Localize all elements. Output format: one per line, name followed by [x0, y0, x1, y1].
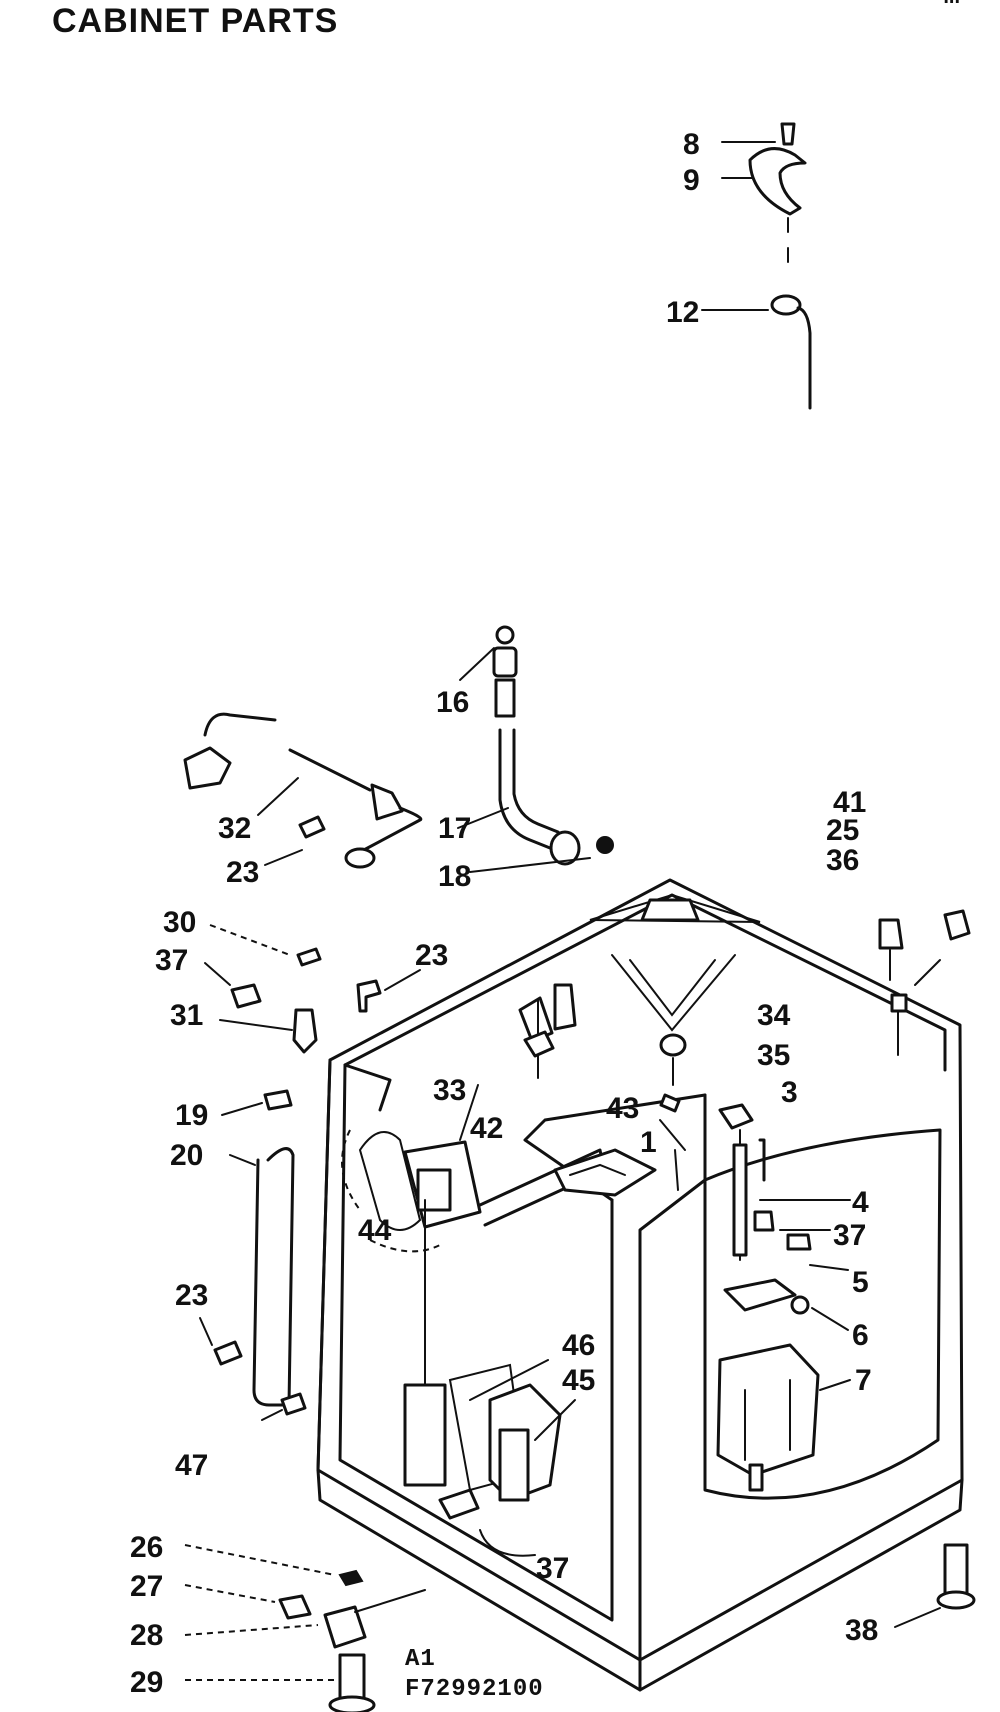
callout-18: 18 — [438, 860, 471, 893]
cabinet-body — [316, 878, 971, 1692]
callout-37: 37 — [536, 1552, 569, 1585]
callout-47: 47 — [175, 1449, 208, 1482]
power-cord-assembly — [183, 712, 423, 869]
callout-28: 28 — [130, 1619, 163, 1652]
callout-12: 12 — [666, 296, 699, 329]
callout-36: 36 — [826, 844, 859, 877]
callout-23: 23 — [226, 856, 259, 889]
callout-3: 3 — [781, 1076, 798, 1109]
page-title: CABINET PARTS — [52, 2, 339, 40]
callout-19: 19 — [175, 1099, 208, 1132]
callout-5: 5 — [852, 1266, 869, 1299]
interior-components — [341, 1030, 686, 1253]
callout-30: 30 — [163, 906, 196, 939]
callout-1: 1 — [640, 1126, 657, 1159]
callout-41: 41 — [833, 786, 866, 819]
figure-code-line1: A1 — [405, 1646, 436, 1673]
top-bracket-assembly — [701, 122, 812, 410]
callout-9: 9 — [683, 164, 700, 197]
callout-35: 35 — [757, 1039, 790, 1072]
screw-part-8 — [780, 122, 796, 146]
callout-23: 23 — [175, 1279, 208, 1312]
callout-42: 42 — [470, 1112, 503, 1145]
callout-37: 37 — [833, 1219, 866, 1252]
callout-20: 20 — [170, 1139, 203, 1172]
callout-8: 8 — [683, 128, 700, 161]
figure-code-line2: F72992100 — [405, 1676, 544, 1703]
callout-29: 29 — [130, 1666, 163, 1699]
callout-16: 16 — [436, 686, 469, 719]
callout-43: 43 — [606, 1092, 639, 1125]
callout-4: 4 — [852, 1186, 869, 1219]
callout-32: 32 — [218, 812, 251, 845]
callout-33: 33 — [433, 1074, 466, 1107]
callout-31: 31 — [170, 999, 203, 1032]
callout-26: 26 — [130, 1531, 163, 1564]
lower-interior — [403, 1199, 576, 1557]
callout-25: 25 — [826, 814, 859, 847]
callout-labels: 8 9 12 16 17 18 32 23 41 25 36 30 37 31 … — [130, 128, 878, 1703]
callout-45: 45 — [562, 1364, 595, 1397]
callout-38: 38 — [845, 1614, 878, 1647]
callout-37: 37 — [155, 944, 188, 977]
callout-34: 34 — [757, 999, 791, 1032]
pump-part-7 — [716, 1343, 820, 1477]
leveling-legs — [184, 1543, 976, 1712]
callout-27: 27 — [130, 1570, 163, 1603]
callout-23: 23 — [415, 939, 448, 972]
hose-assembly — [457, 625, 614, 873]
callout-7: 7 — [855, 1364, 872, 1397]
right-side-components — [716, 1143, 851, 1492]
callout-44: 44 — [358, 1214, 392, 1247]
callout-6: 6 — [852, 1319, 869, 1352]
clip-part-12 — [770, 294, 802, 316]
corner-mark: ... — [943, 0, 960, 9]
hub-part-34 — [640, 898, 700, 922]
bracket-part-9 — [748, 147, 807, 216]
left-side-hardware — [199, 924, 421, 1421]
callout-46: 46 — [562, 1329, 595, 1362]
callout-17: 17 — [438, 812, 471, 845]
